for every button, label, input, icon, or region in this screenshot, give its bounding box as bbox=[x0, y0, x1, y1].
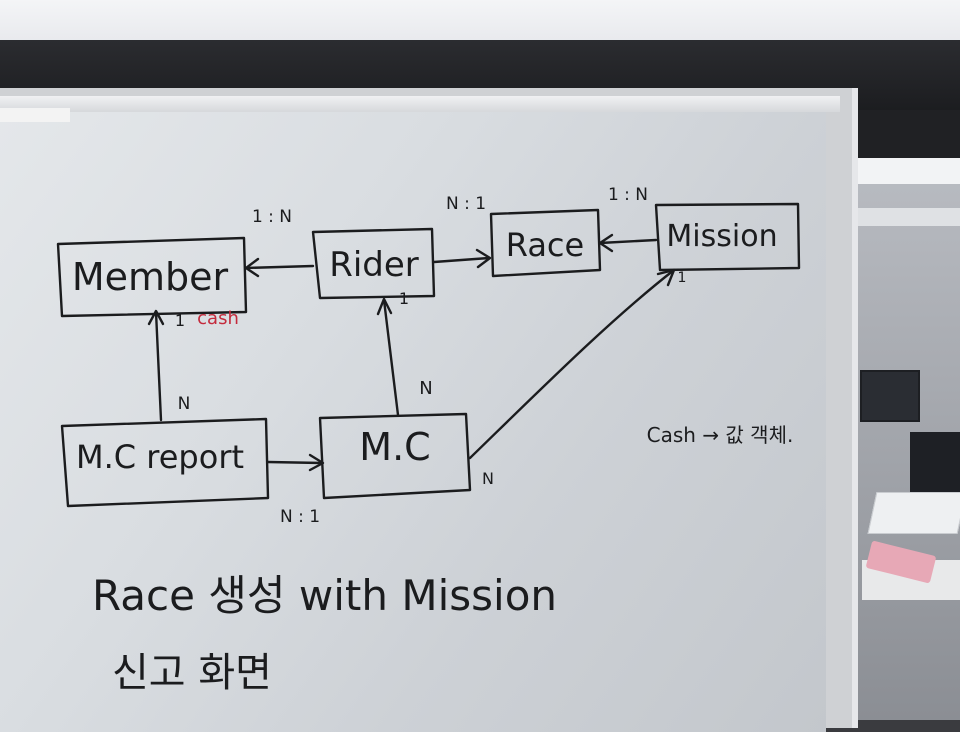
arrow-mc-rider-head bbox=[376, 297, 393, 316]
arrow-report-mc-head bbox=[308, 453, 325, 472]
arrow-mission-race bbox=[598, 238, 658, 245]
note-line-2: 신고 화면 bbox=[112, 650, 272, 696]
arrow-mc-mission-head bbox=[656, 268, 676, 287]
room-light bbox=[850, 158, 960, 184]
arrow-rider-race bbox=[432, 256, 491, 264]
mission-box bbox=[654, 202, 801, 272]
room-light-2 bbox=[850, 208, 960, 226]
race-label: Race bbox=[506, 226, 584, 264]
rider-label: Rider bbox=[329, 245, 419, 285]
note-line-1: Race 생성 with Mission bbox=[92, 571, 557, 620]
mc-n: N bbox=[419, 378, 432, 399]
arrow-mc-rider bbox=[382, 298, 400, 417]
mc-mission-n: N bbox=[482, 469, 494, 488]
race-box bbox=[489, 208, 602, 278]
arrow-rider-member bbox=[244, 264, 315, 270]
mc-report-mc-cardinality: N : 1 bbox=[280, 507, 320, 527]
rider-member-cardinality: 1 : N bbox=[252, 207, 292, 227]
mc-box bbox=[318, 412, 472, 500]
member-box bbox=[56, 236, 248, 318]
arrow-mission-race-head bbox=[598, 233, 614, 253]
member-label: Member bbox=[72, 255, 229, 299]
arrow-rider-member-head bbox=[244, 257, 260, 278]
arrow-report-member-head bbox=[147, 309, 165, 326]
arrow-report-member bbox=[154, 310, 163, 422]
mc-report-box bbox=[60, 417, 270, 508]
arrow-mc-mission bbox=[468, 268, 676, 460]
member-cash: cash bbox=[197, 308, 239, 329]
arrow-report-mc bbox=[266, 460, 324, 465]
mission-n: 1 bbox=[678, 270, 687, 286]
arrow-rider-race-head bbox=[475, 248, 492, 269]
mission-right-cardinality: 1 : N bbox=[608, 185, 648, 205]
monitor bbox=[860, 370, 920, 422]
mc-report-label: M.C report bbox=[76, 438, 244, 476]
mc-report-n: N bbox=[178, 394, 191, 414]
rider-box bbox=[311, 227, 436, 300]
mission-label: Mission bbox=[666, 219, 777, 254]
race-left-cardinality: N : 1 bbox=[446, 194, 486, 214]
member-cash-one: 1 bbox=[175, 311, 185, 330]
whiteboard bbox=[0, 112, 826, 732]
mc-label: M.C bbox=[359, 425, 430, 469]
monitor-2 bbox=[910, 432, 960, 502]
rider-mc-one: 1 bbox=[399, 289, 409, 308]
cash-note: Cash → 값 객체. bbox=[647, 423, 794, 447]
whiteboard-top-edge bbox=[0, 96, 840, 112]
sticker bbox=[0, 108, 70, 122]
